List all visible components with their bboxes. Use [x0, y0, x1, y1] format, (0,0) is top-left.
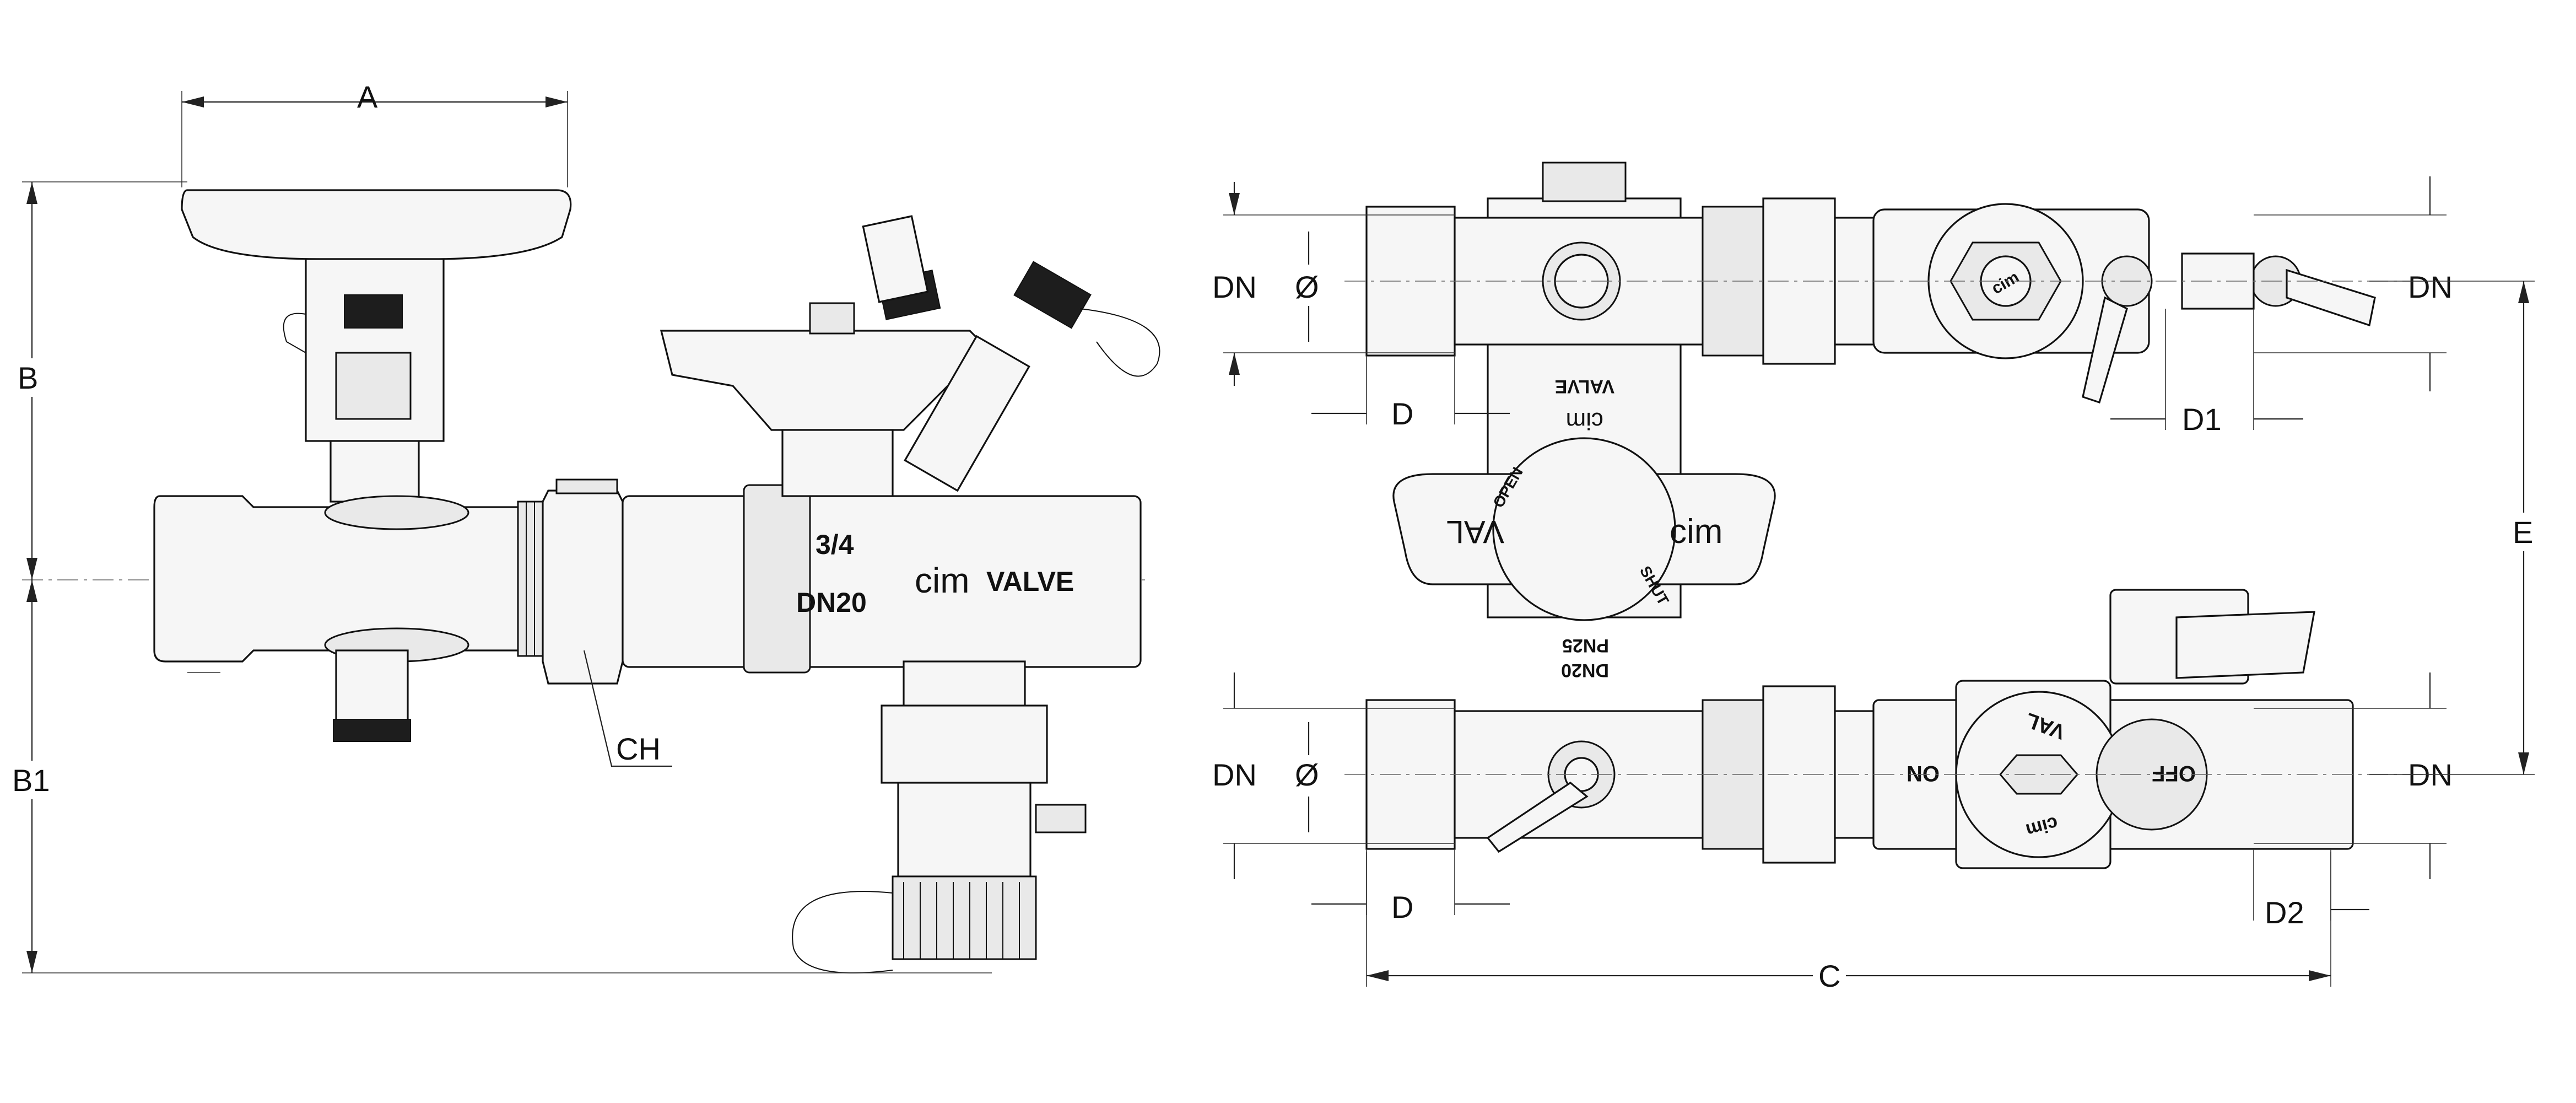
bottom-body	[897, 782, 1032, 878]
side-size-marking: 3/4	[816, 529, 854, 560]
bottom-union	[881, 704, 1048, 784]
dim-e-label: E	[2513, 515, 2533, 550]
test-point-left-body	[862, 215, 929, 303]
test-point-angled-cap	[1013, 261, 1092, 329]
ball-on-marking: ON	[1907, 761, 1940, 785]
dim-a-label: A	[357, 79, 378, 114]
cap-ridges	[903, 882, 1020, 959]
ball-off-marking: OFF	[2152, 761, 2196, 785]
dn-lower-left-label: DN	[1212, 757, 1257, 792]
dim-b1-label: B1	[12, 763, 50, 798]
bottom-cap	[892, 875, 1037, 960]
phi-lower-bg	[1292, 755, 1325, 797]
dim-b-label-bg	[11, 358, 50, 397]
test-point-upper-lever-b	[2082, 296, 2128, 404]
front-view: VALVE cim PN25 DN20 cim cim VAL OPEN SHU…	[1212, 162, 2540, 995]
test-point-angled	[904, 335, 1030, 492]
dn-upper-left-label: DN	[1212, 270, 1257, 304]
d2-label: D2	[2265, 895, 2304, 930]
handle-loop	[283, 313, 306, 353]
body-pn-marking: PN25	[1562, 635, 1609, 656]
body-collar-top	[324, 495, 469, 530]
d-lower-label: D	[1391, 890, 1413, 924]
side-dn-marking: DN20	[796, 587, 867, 618]
stem-nut	[335, 352, 412, 420]
phi-lower-label: Ø	[1295, 757, 1319, 792]
phi-upper-label: Ø	[1295, 270, 1319, 304]
dim-b-label: B	[18, 361, 38, 395]
cap-tab	[1035, 804, 1087, 833]
dim-ch-label: CH	[616, 731, 661, 766]
ball-valve-top-handle	[2175, 611, 2315, 679]
front-valve-upper-marking: VALVE	[1555, 376, 1614, 397]
dn-upper-right-label: DN	[2408, 270, 2453, 304]
drain-neck	[335, 649, 409, 723]
t-handle	[181, 189, 572, 260]
front-brand-upper-marking: cim	[1566, 407, 1603, 434]
test-point-strap	[1079, 308, 1160, 377]
d-upper-label: D	[1391, 396, 1413, 431]
side-view: 3/4 DN20 cim VALVE A B	[6, 79, 1160, 973]
test-point-upper-lever	[2286, 268, 2376, 327]
body-dn-marking: DN20	[1561, 660, 1609, 681]
dim-c-label-bg	[1813, 956, 1846, 995]
side-brand-marking: cim	[915, 561, 970, 600]
manifold-top-plug	[1542, 162, 1627, 202]
stem-knob	[344, 294, 403, 329]
handle-brand-marking: cim	[1670, 513, 1722, 551]
d1-label: D1	[2182, 402, 2222, 437]
bottom-neck	[903, 660, 1026, 712]
dim-c-label: C	[1818, 959, 1840, 993]
dim-b1-label-bg	[6, 761, 61, 799]
regulator-top-nut	[809, 302, 855, 335]
stem-neck	[330, 440, 420, 503]
phi-upper-bg	[1292, 265, 1325, 306]
center-handle-hub	[1492, 437, 1676, 621]
dim-e-label-bg	[2507, 513, 2540, 551]
body-ring	[743, 484, 811, 674]
dim-b-arrows	[26, 182, 37, 973]
side-brand-suffix: VALVE	[986, 566, 1074, 597]
handle-val-marking: VAL	[1446, 514, 1504, 550]
lower-port-lever	[1486, 782, 1589, 853]
dim-ch-leader	[583, 650, 672, 767]
regulator-neck	[781, 429, 894, 497]
drain-cap	[333, 719, 411, 742]
union-nut-tab	[555, 478, 618, 494]
union-nut	[542, 489, 624, 685]
cap-strap	[792, 891, 893, 973]
